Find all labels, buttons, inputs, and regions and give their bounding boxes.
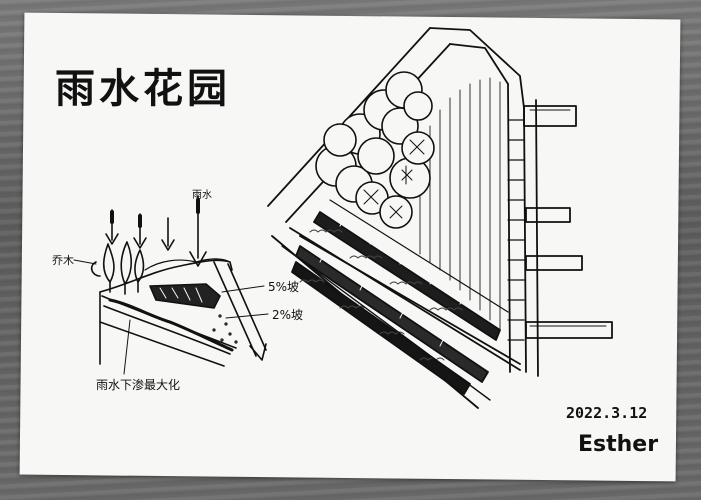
tree-sketch [90,241,145,295]
rain-arrows [105,195,207,267]
label-infiltration: 雨水下渗最大化 [96,378,181,392]
label-slope-5: 5%坡 [268,280,300,294]
balconies [523,105,613,339]
label-slope-2: 2%坡 [272,308,304,322]
plan-sketch [267,27,613,409]
shrub-canopies [315,71,435,229]
label-rain: 雨水 [192,190,212,201]
section-sketch [73,195,269,375]
sketch-date: 2022.3.12 [566,404,648,422]
page-title: 雨水花园 [55,66,231,112]
ground-surface [99,259,233,293]
label-tree: 乔木 [52,254,74,267]
author-signature: Esther [578,432,659,457]
